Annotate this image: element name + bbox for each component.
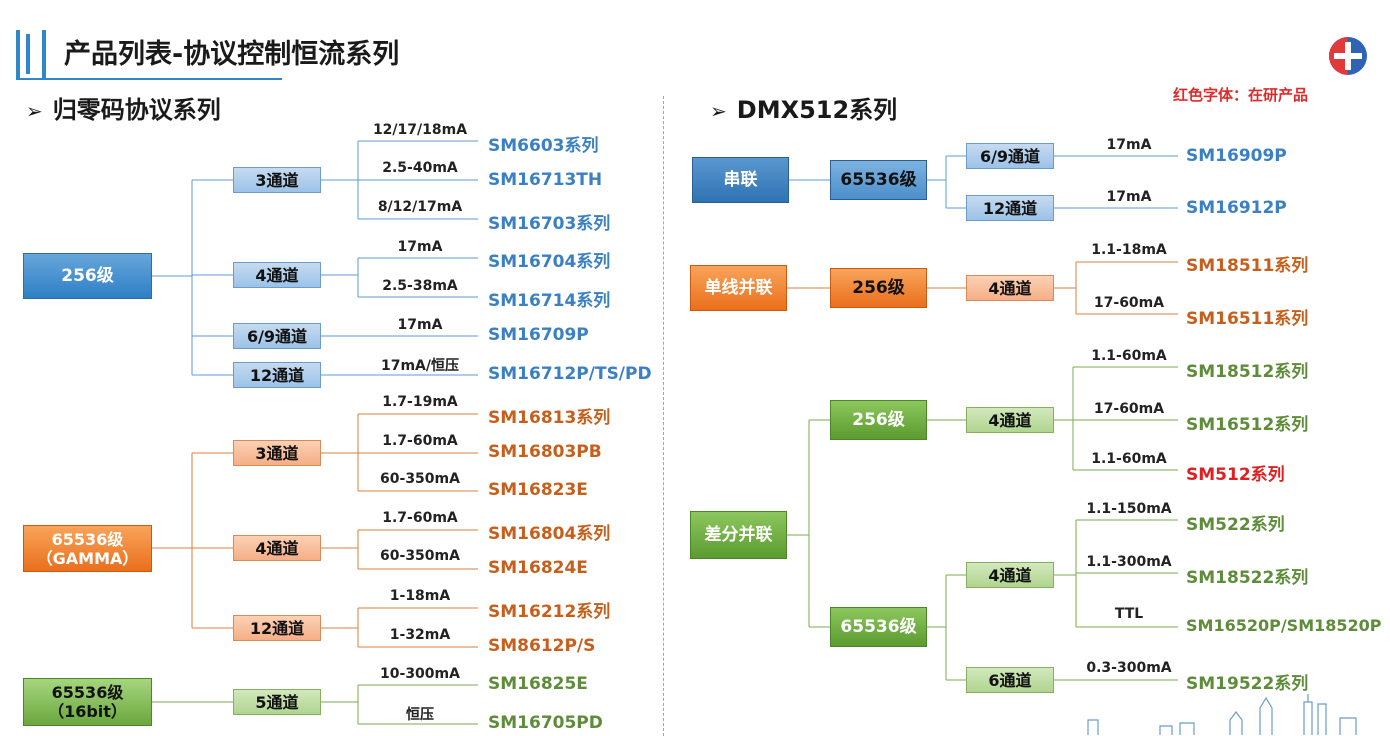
channel-node-12ch: 12通道: [966, 195, 1054, 221]
current-label: 1.7-60mA: [382, 433, 458, 449]
current-label: 17-60mA: [1093, 401, 1165, 417]
product-name: SM16709P: [488, 325, 589, 345]
title-accent-bar-3: [42, 30, 46, 78]
channel-node-5ch: 5通道: [233, 689, 321, 715]
product-name: SM16824E: [488, 558, 588, 578]
product-name: SM16520P/SM18520P: [1186, 616, 1382, 635]
section-title-right: ➢ DMX512系列: [710, 90, 897, 125]
channel-node-3ch: 3通道: [233, 440, 321, 466]
product-name: SM16704系列: [488, 252, 611, 272]
channel-node-4ch: 4通道: [233, 262, 321, 288]
topology-node-differential-parallel: 差分并联: [690, 511, 787, 559]
product-name: SM19522系列: [1186, 674, 1309, 694]
current-label: 17mA: [1106, 189, 1152, 205]
level-node-line1: 65536级: [51, 529, 124, 549]
product-name: SM16804系列: [488, 524, 611, 544]
product-name: SM18511系列: [1186, 256, 1309, 276]
title-accent-bar-2: [26, 34, 30, 74]
current-label: 2.5-38mA: [382, 278, 458, 294]
product-name: SM16803PB: [488, 442, 602, 462]
section-title-right-text: DMX512系列: [736, 96, 898, 124]
level-node-65536: 65536级: [830, 160, 927, 200]
product-name: SM16705PD: [488, 713, 603, 733]
level-node-65536-gamma: 65536级 （GAMMA）: [23, 525, 152, 572]
current-label: 1.1-150mA: [1086, 501, 1172, 517]
channel-node-4ch: 4通道: [966, 407, 1054, 433]
current-label: 1.1-60mA: [1091, 451, 1167, 467]
product-name: SM16511系列: [1186, 309, 1309, 329]
current-label: 2.5-40mA: [382, 160, 458, 176]
product-name: SM16909P: [1186, 146, 1287, 166]
company-logo-icon: [1328, 36, 1368, 76]
level-node-256: 256级: [23, 253, 152, 299]
channel-node-4ch: 4通道: [233, 535, 321, 561]
channel-node-6-9ch: 6/9通道: [233, 323, 321, 349]
channel-node-4ch: 4通道: [966, 275, 1054, 301]
channel-node-3ch: 3通道: [233, 167, 321, 193]
current-label: 1.7-60mA: [382, 510, 458, 526]
product-name: SM16713TH: [488, 170, 603, 190]
current-label: 17mA: [397, 239, 443, 255]
current-label: 1.7-19mA: [382, 394, 458, 410]
level-node-line2: （GAMMA）: [36, 548, 139, 568]
current-label: 60-350mA: [380, 471, 460, 487]
current-label: 17mA: [397, 317, 443, 333]
current-label: 0.3-300mA: [1086, 660, 1172, 676]
product-name: SM16823E: [488, 480, 588, 500]
current-label: 17mA/恒压: [380, 358, 460, 374]
product-name: SM522系列: [1186, 515, 1285, 535]
channel-node-12ch: 12通道: [233, 615, 321, 641]
level-node-256: 256级: [830, 268, 927, 308]
current-label: 17-60mA: [1093, 295, 1165, 311]
current-label: 1-32mA: [389, 627, 451, 643]
level-node-line2: （16bit）: [48, 702, 127, 721]
product-name: SM16212系列: [488, 602, 611, 622]
product-name: SM16912P: [1186, 198, 1287, 218]
product-name: SM16512系列: [1186, 415, 1309, 435]
channel-node-6ch: 6通道: [966, 667, 1054, 693]
section-title-left: ➢ 归零码协议系列: [26, 90, 221, 125]
product-name: SM18512系列: [1186, 362, 1309, 382]
level-node-65536: 65536级: [830, 607, 927, 647]
channel-node-6-9ch: 6/9通道: [966, 143, 1054, 169]
current-label: TTL: [1114, 606, 1144, 622]
current-label: 17mA: [1106, 137, 1152, 153]
product-name: SM16703系列: [488, 214, 611, 234]
product-name: SM512系列: [1186, 465, 1285, 485]
current-label: 恒压: [406, 707, 434, 723]
level-node-line1: 65536级: [51, 683, 124, 702]
product-name: SM18522系列: [1186, 568, 1309, 588]
current-label: 1.1-18mA: [1091, 242, 1167, 258]
city-skyline-decoration: [1087, 694, 1357, 735]
current-label: 1.1-300mA: [1086, 554, 1172, 570]
topology-node-series: 串联: [692, 157, 789, 203]
current-label: 1-18mA: [389, 588, 451, 604]
current-label: 8/12/17mA: [377, 199, 463, 215]
title-underline: [16, 78, 282, 80]
product-name: SM16825E: [488, 674, 588, 694]
arrow-icon: ➢: [26, 99, 43, 123]
current-label: 10-300mA: [380, 666, 460, 682]
current-label: 12/17/18mA: [372, 122, 468, 138]
product-name: SM16714系列: [488, 291, 611, 311]
title-accent-bar: [16, 30, 20, 78]
product-name: SM8612P/S: [488, 636, 596, 656]
channel-node-12ch: 12通道: [233, 362, 321, 388]
product-name: SM16712P/TS/PD: [488, 364, 652, 384]
current-label: 1.1-60mA: [1091, 348, 1167, 364]
product-name: SM6603系列: [488, 136, 599, 156]
column-divider: [663, 96, 664, 736]
level-node-65536-16bit: 65536级 （16bit）: [23, 678, 152, 726]
section-title-left-text: 归零码协议系列: [52, 96, 221, 124]
arrow-icon: ➢: [710, 99, 727, 123]
legend-note: 红色字体：在研产品: [1173, 86, 1309, 104]
current-label: 60-350mA: [380, 548, 460, 564]
level-node-256: 256级: [830, 400, 927, 440]
page-title: 产品列表-协议控制恒流系列: [64, 39, 400, 70]
topology-node-single-parallel: 单线并联: [690, 265, 787, 311]
channel-node-4ch: 4通道: [966, 562, 1054, 588]
product-name: SM16813系列: [488, 408, 611, 428]
